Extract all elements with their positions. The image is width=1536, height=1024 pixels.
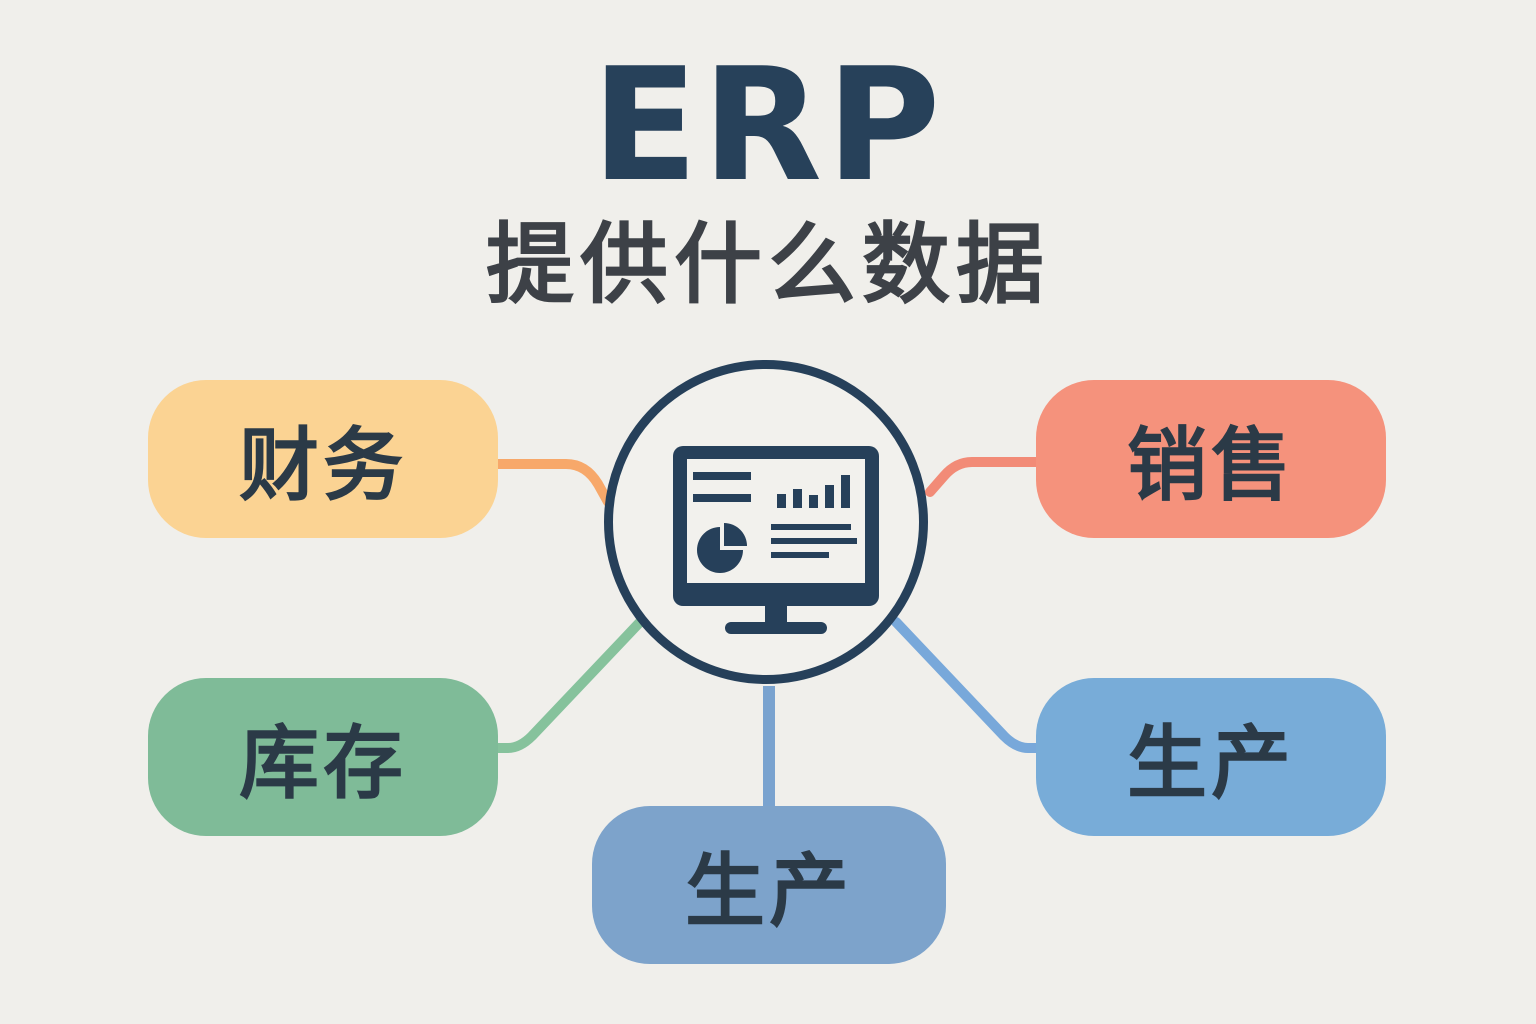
monitor-dashboard-icon <box>673 446 879 634</box>
node-inventory: 库存 <box>148 678 498 836</box>
diagram-subtitle: 提供什么数据 <box>485 213 1050 316</box>
erp-hub <box>604 360 928 684</box>
node-production-bottom: 生产 <box>592 806 946 964</box>
node-finance-label: 财务 <box>239 419 407 512</box>
link-sales <box>925 457 1041 497</box>
node-production-bottom-label: 生产 <box>685 845 853 938</box>
node-production-right-label: 生产 <box>1127 717 1295 810</box>
diagram-title: ERP <box>591 34 945 216</box>
node-inventory-label: 库存 <box>239 717 407 810</box>
node-production-right: 生产 <box>1036 678 1386 836</box>
link-finance <box>493 459 613 507</box>
node-sales: 销售 <box>1036 380 1386 538</box>
link-inventory <box>493 615 647 753</box>
node-sales-label: 销售 <box>1127 419 1295 512</box>
link-production-right <box>891 617 1041 753</box>
node-finance: 财务 <box>148 380 498 538</box>
